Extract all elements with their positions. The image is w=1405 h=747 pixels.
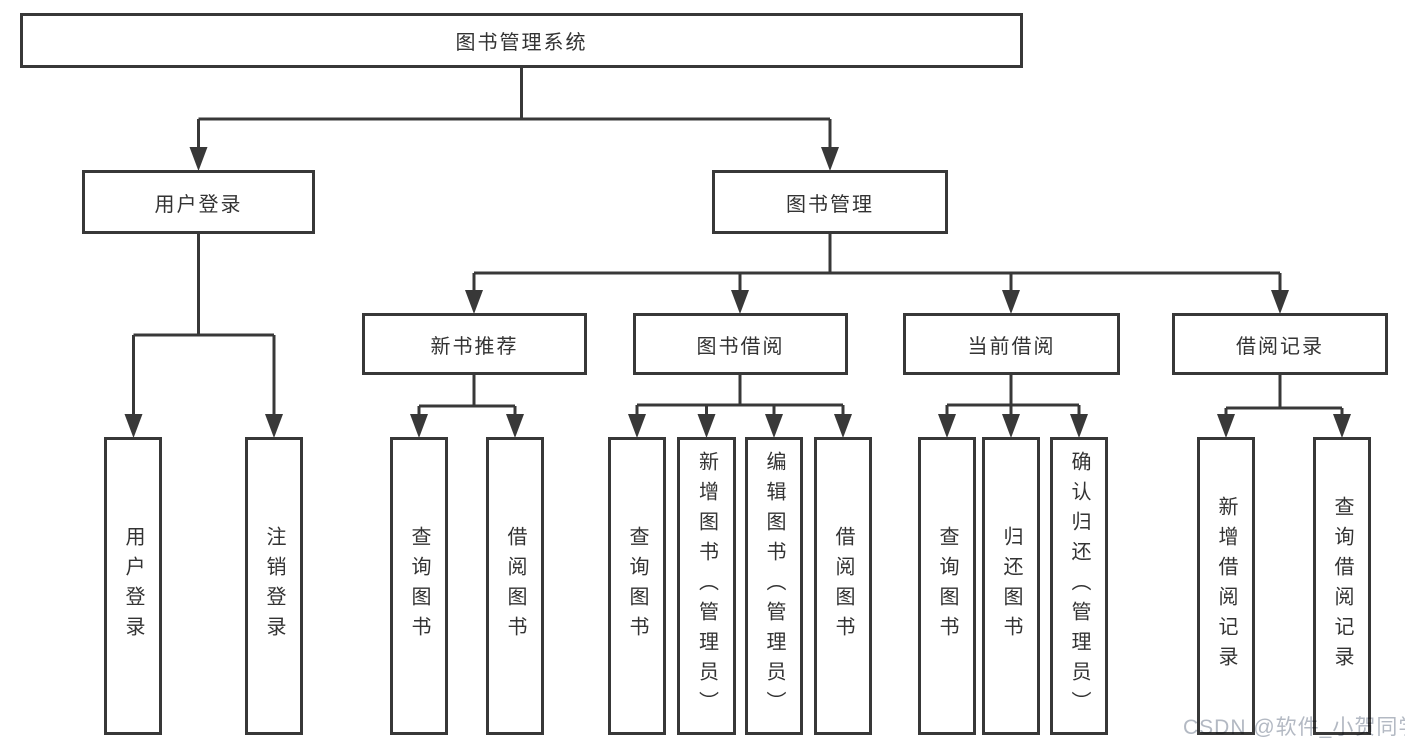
leaf-current-return-book-label: 归还图书 bbox=[1000, 526, 1022, 646]
node-book-borrow: 图书借阅 bbox=[633, 313, 848, 375]
leaf-records-query-record: 查询借阅记录 bbox=[1313, 437, 1371, 735]
leaf-user-login: 用户登录 bbox=[104, 437, 162, 735]
leaf-current-confirm-return-admin: 确认归还（管理员） bbox=[1050, 437, 1108, 735]
connector-current-group bbox=[947, 375, 1079, 407]
connector-root bbox=[198, 68, 830, 121]
node-root: 图书管理系统 bbox=[20, 13, 1023, 68]
leaf-logout-label: 注销登录 bbox=[263, 526, 285, 646]
connector-borrow-group bbox=[637, 375, 843, 407]
node-current-borrow: 当前借阅 bbox=[903, 313, 1120, 375]
leaf-borrow-add-book-admin: 新增图书（管理员） bbox=[677, 437, 736, 735]
leaf-borrow-edit-book-admin-label: 编辑图书（管理员） bbox=[763, 451, 785, 721]
node-book-management-label: 图书管理 bbox=[786, 193, 874, 216]
node-root-label: 图书管理系统 bbox=[455, 32, 588, 54]
connector-records-group bbox=[1226, 375, 1342, 410]
leaf-records-query-record-label: 查询借阅记录 bbox=[1331, 496, 1353, 676]
leaf-logout: 注销登录 bbox=[245, 437, 303, 735]
connector-login-branch bbox=[133, 234, 274, 337]
leaf-current-query-book-label: 查询图书 bbox=[936, 526, 958, 646]
leaf-recommend-query-book: 查询图书 bbox=[390, 437, 448, 735]
leaf-recommend-borrow-book: 借阅图书 bbox=[486, 437, 544, 735]
leaf-user-login-label: 用户登录 bbox=[122, 526, 144, 646]
node-user-login: 用户登录 bbox=[82, 170, 315, 234]
node-book-management: 图书管理 bbox=[712, 170, 948, 234]
leaf-current-return-book: 归还图书 bbox=[982, 437, 1040, 735]
leaf-borrow-query-book-label: 查询图书 bbox=[626, 526, 648, 646]
leaf-borrow-query-book: 查询图书 bbox=[608, 437, 666, 735]
leaf-borrow-edit-book-admin: 编辑图书（管理员） bbox=[745, 437, 803, 735]
node-borrow-records-label: 借阅记录 bbox=[1236, 335, 1324, 358]
watermark: CSDN @软件_小贺同学 bbox=[1183, 716, 1405, 739]
leaf-borrow-borrow-book: 借阅图书 bbox=[814, 437, 872, 735]
leaf-current-confirm-return-admin-label: 确认归还（管理员） bbox=[1068, 451, 1090, 721]
node-new-book-recommend-label: 新书推荐 bbox=[430, 335, 519, 358]
leaf-borrow-borrow-book-label: 借阅图书 bbox=[832, 526, 854, 646]
leaf-borrow-add-book-admin-label: 新增图书（管理员） bbox=[695, 451, 718, 721]
node-borrow-records: 借阅记录 bbox=[1172, 313, 1388, 375]
leaf-recommend-query-book-label: 查询图书 bbox=[408, 526, 430, 646]
node-user-login-label: 用户登录 bbox=[154, 193, 243, 216]
leaf-current-query-book: 查询图书 bbox=[918, 437, 976, 735]
connector-manage-branch bbox=[474, 234, 1280, 275]
connector-recommend-group bbox=[419, 375, 515, 408]
leaf-recommend-borrow-book-label: 借阅图书 bbox=[504, 526, 526, 646]
node-new-book-recommend: 新书推荐 bbox=[362, 313, 587, 375]
node-current-borrow-label: 当前借阅 bbox=[967, 335, 1056, 358]
leaf-records-add-record: 新增借阅记录 bbox=[1197, 437, 1255, 735]
node-book-borrow-label: 图书借阅 bbox=[696, 335, 785, 358]
leaf-records-add-record-label: 新增借阅记录 bbox=[1215, 496, 1237, 676]
